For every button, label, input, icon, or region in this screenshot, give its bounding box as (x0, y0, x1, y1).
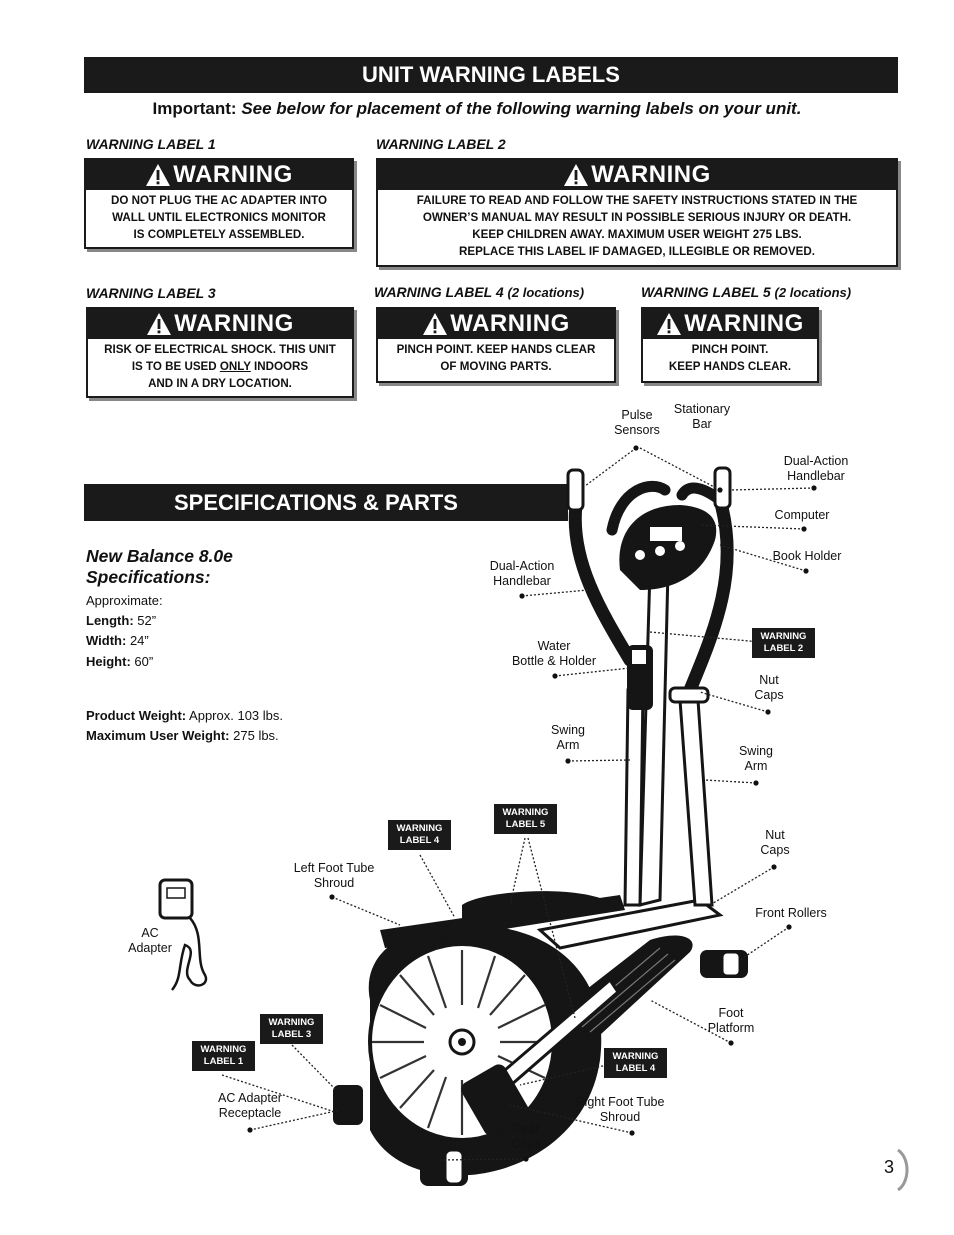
callout-ac-adapter: AC Adapter (128, 926, 172, 955)
warning-label-1: WARNING DO NOT PLUG THE AC ADAPTER INTO … (84, 158, 354, 249)
callout-book-holder: Book Holder (772, 549, 842, 563)
callout-water-bottle-holder: Water Bottle & Holder (511, 639, 597, 668)
callout-pulse-sensors: Pulse Sensors (614, 408, 660, 437)
warning-header: WARNING (643, 309, 817, 339)
tag-warning-label-5: WARNING LABEL 5 (494, 804, 557, 834)
warning-label-4-text: PINCH POINT. KEEP HANDS CLEAR OF MOVING … (396, 343, 596, 373)
warning-header: WARNING (378, 160, 896, 190)
warning-triangle-icon (146, 164, 171, 186)
spec-product-weight: Product Weight: Approx. 103 lbs. (86, 708, 283, 723)
ac-adapter-icon (158, 878, 194, 920)
page-number: 3 (884, 1157, 895, 1177)
callout-right-foot-tube-shroud: Right Foot Tube Shroud (575, 1095, 665, 1124)
warning-triangle-icon (147, 313, 172, 335)
callout-dual-action-handlebar-right: Dual-Action Handlebar (783, 454, 849, 483)
warning-label-5-text: PINCH POINT. KEEP HANDS CLEAR. (668, 343, 792, 373)
warning-label-3-title: WARNING LABEL 3 (86, 285, 216, 301)
left-foot-pedal (462, 891, 600, 921)
callout-rear-caps: Rear Caps (511, 1122, 541, 1151)
warning-label-2-title: WARNING LABEL 2 (376, 136, 506, 152)
warning-triangle-icon (564, 164, 589, 186)
specs-header: SPECIFICATIONS & PARTS (84, 484, 568, 521)
callout-stationary-bar: Stationary Bar (673, 402, 731, 431)
leader-lines (221, 447, 815, 1161)
left-handlebar (568, 498, 637, 667)
warning-header: WARNING (378, 309, 614, 339)
warning-label-2-text: FAILURE TO READ AND FOLLOW THE SAFETY IN… (416, 194, 858, 258)
callout-dual-action-handlebar-left: Dual-Action Handlebar (489, 559, 555, 588)
right-foot-shroud (461, 1064, 529, 1136)
callout-swing-arm-left: Swing Arm (550, 723, 586, 752)
stationary-stanchion (638, 568, 670, 907)
warning-label-5-title: WARNING LABEL 5 (2 locations) (641, 284, 852, 300)
base-frame (536, 898, 724, 950)
tag-warning-label-4-left: WARNING LABEL 4 (388, 820, 451, 850)
computer-console (619, 505, 717, 590)
warning-header: WARNING (88, 309, 352, 339)
callout-left-foot-tube-shroud: Left Foot Tube Shroud (293, 861, 375, 890)
right-swing-arm (678, 698, 714, 907)
nut-cap (668, 686, 710, 704)
ac-adapter-cord (171, 917, 208, 991)
important-note: Important: See below for placement of th… (0, 99, 954, 119)
callout-nut-caps-upper: Nut Caps (754, 673, 784, 702)
callout-swing-arm-right: Swing Arm (738, 744, 774, 773)
spec-approx: Approximate: (86, 593, 163, 608)
callout-front-rollers: Front Rollers (755, 906, 827, 920)
warning-triangle-icon (657, 313, 682, 335)
warning-label-1-title: WARNING LABEL 1 (86, 136, 216, 152)
important-text: See below for placement of the following… (241, 99, 802, 118)
left-swing-arm (623, 688, 645, 907)
callout-ac-adapter-receptacle: AC Adapter Receptacle (218, 1091, 282, 1120)
warning-labels-title: UNIT WARNING LABELS (362, 62, 620, 87)
leader-dots (247, 445, 817, 1162)
warning-label-3: WARNING RISK OF ELECTRICAL SHOCK. THIS U… (86, 307, 354, 398)
spec-length: Length: 52” (86, 613, 157, 628)
warning-label-4-title: WARNING LABEL 4 (2 locations) (374, 284, 585, 300)
warning-label-5: WARNING PINCH POINT. KEEP HANDS CLEAR. (641, 307, 819, 383)
warning-labels-header: UNIT WARNING LABELS (84, 57, 898, 93)
specs-title: SPECIFICATIONS & PARTS (174, 489, 458, 515)
warning-label-3-text: RISK OF ELECTRICAL SHOCK. THIS UNIT IS T… (104, 343, 336, 390)
spec-max-user-weight: Maximum User Weight: 275 lbs. (86, 728, 279, 743)
right-grip (713, 466, 732, 510)
spec-width: Width: 24” (86, 633, 149, 648)
tag-warning-label-3: WARNING LABEL 3 (260, 1014, 323, 1044)
callout-computer: Computer (774, 508, 830, 522)
left-grip (566, 468, 585, 512)
model-title: New Balance 8.0e Specifications: (86, 546, 233, 587)
warning-label-1-text: DO NOT PLUG THE AC ADAPTER INTO WALL UNT… (111, 194, 327, 241)
warning-label-4: WARNING PINCH POINT. KEEP HANDS CLEAR OF… (376, 307, 616, 383)
tag-warning-label-1: WARNING LABEL 1 (192, 1041, 255, 1071)
tag-warning-label-2: WARNING LABEL 2 (752, 628, 815, 658)
callout-foot-platform: Foot Platform (707, 1006, 755, 1035)
spec-height: Height: 60” (86, 654, 154, 669)
right-handlebar (683, 493, 734, 697)
important-label: Important: (152, 99, 237, 118)
page-number-bracket-icon (897, 1148, 909, 1192)
warning-header: WARNING (86, 160, 352, 190)
warning-label-2: WARNING FAILURE TO READ AND FOLLOW THE S… (376, 158, 898, 267)
callout-nut-caps-lower: Nut Caps (760, 828, 790, 857)
ac-receptacle (333, 1085, 363, 1125)
warning-triangle-icon (423, 313, 448, 335)
tag-warning-label-4-right: WARNING LABEL 4 (604, 1048, 667, 1078)
